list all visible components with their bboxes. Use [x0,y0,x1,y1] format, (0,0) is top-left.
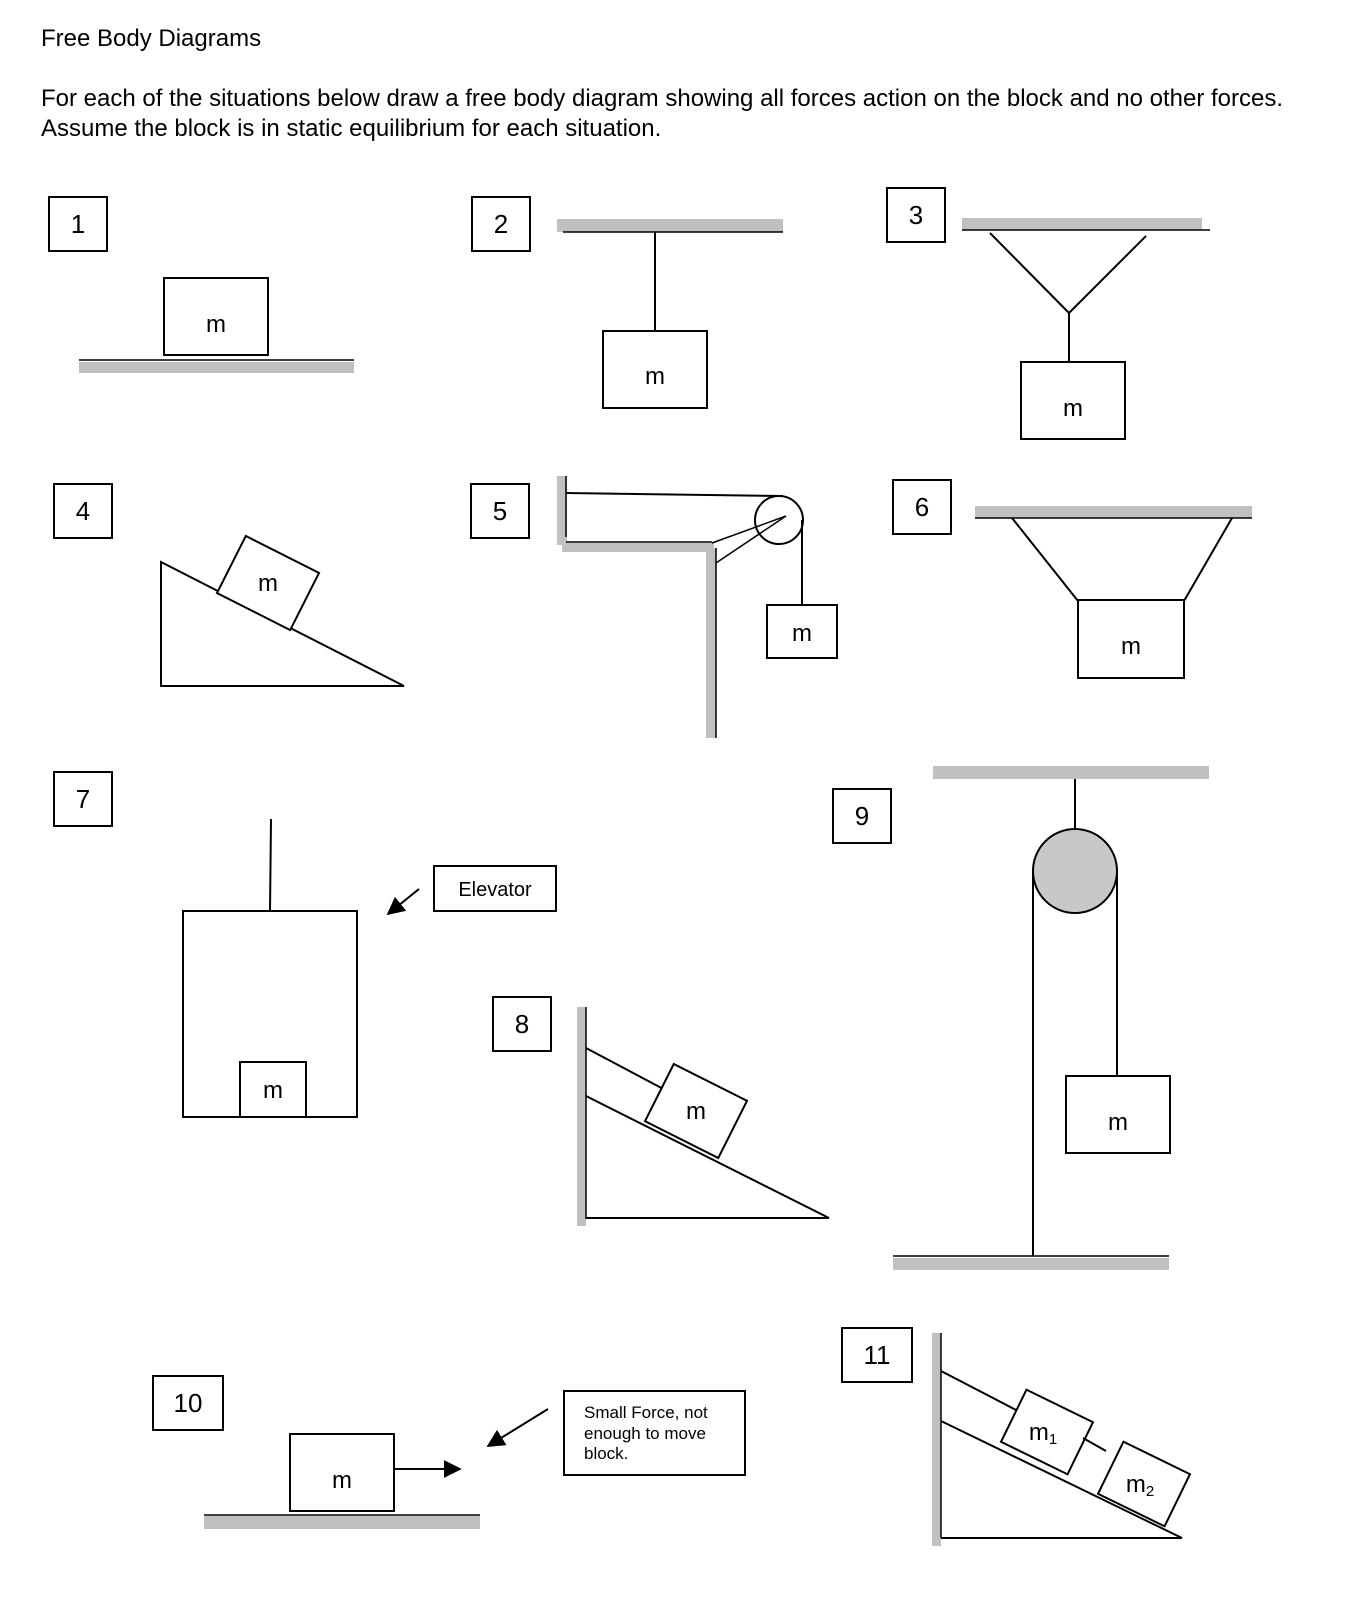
block-m2-label: m2 [1126,1471,1154,1500]
problem-number-box [892,479,952,535]
problem-9: 9 m [832,766,1209,1270]
block [766,604,838,659]
rope-right [1183,517,1233,602]
wall [577,1007,586,1226]
block [1020,361,1126,440]
elevator-callout-box [433,865,557,912]
problem-number: 1 [71,209,85,239]
block [239,1061,307,1118]
floor-surface [893,1258,1169,1270]
elevator-cable [269,818,272,912]
block-m2: m2 [1096,1440,1192,1528]
problem-number-box [832,788,892,844]
problem-number-box [492,996,552,1052]
problem-number-box [471,196,531,252]
ceiling-surface [962,218,1202,230]
wall [932,1333,941,1546]
pulley-bracket-1 [711,515,787,544]
elevator-callout-label: Elevator [458,879,532,901]
problem-number: 7 [76,784,90,814]
pulley [1032,828,1118,914]
block-label: m [332,1467,352,1494]
problem-number: 8 [515,1009,529,1039]
rope-right [1068,235,1147,314]
block-label: m [1063,395,1083,422]
problem-7: 7 m Elevator [53,771,557,1118]
force-callout-label: Small Force, not enough to move block. [584,1403,713,1463]
ceiling-surface [557,219,783,232]
problem-number: 2 [494,209,508,239]
block-label: m [1108,1109,1128,1136]
rope [585,1047,670,1093]
pulley-bracket-2 [715,515,787,564]
problem-11: 11 m1 m2 [841,1327,1192,1546]
problem-8: 8 m [492,996,830,1226]
incline [940,1420,1183,1539]
wall-left [557,476,567,545]
problem-number: 11 [864,1340,891,1370]
block-m1: m1 [999,1388,1095,1476]
rope-to-m1 [940,1370,1021,1413]
problem-number-box [53,483,113,539]
problem-1: 1 m [48,196,354,373]
ceiling-surface [975,506,1252,518]
problem-3: 3 m [886,187,1210,440]
problem-number-box [53,771,113,827]
block: m [215,534,321,632]
ground-surface [79,362,354,373]
table-side [706,548,716,738]
problem-number: 6 [915,492,929,522]
problem-4: 4 m [53,483,405,687]
problem-number: 10 [174,1388,203,1418]
block [1077,599,1185,679]
block-label: m [645,363,665,390]
block-label: m [686,1098,706,1125]
ceiling-surface [933,766,1209,779]
problem-6: 6 m [892,479,1252,679]
problem-number: 4 [76,496,90,526]
callout-arrow [386,888,420,916]
problem-number: 5 [493,496,507,526]
problem-number-box [841,1327,913,1383]
block-label: m [258,570,278,597]
rope-m1-m2 [1082,1437,1107,1452]
problem-number: 9 [855,801,869,831]
instructions-text: For each of the situations below draw a … [41,85,1284,142]
block [289,1433,395,1512]
block [602,330,708,409]
problem-5: 5 m [470,476,838,738]
problem-number: 3 [909,200,923,230]
block: m [643,1062,749,1160]
ground-surface [204,1516,480,1529]
incline [585,1095,830,1219]
block [163,277,269,356]
block-label: m [263,1077,283,1104]
force-callout-box [563,1390,746,1476]
problem-number-box [152,1375,224,1431]
problem-number-box [470,483,530,539]
rope-left [1011,517,1079,602]
table-top [562,543,714,552]
block-label: m [792,620,812,647]
problem-number-box [886,187,946,243]
page-title: Free Body Diagrams [41,25,262,52]
problem-10: 10 m Small Force, not enough to move blo… [152,1375,746,1529]
rope-left [989,232,1070,314]
rope-horizontal [565,492,784,497]
problem-number-box [48,196,108,252]
block-m1-label: m1 [1029,1419,1057,1448]
block-label: m [206,311,226,338]
callout-arrow [486,1408,549,1447]
problem-2: 2 m [471,196,783,409]
block-label: m [1121,633,1141,660]
block [1065,1075,1171,1154]
